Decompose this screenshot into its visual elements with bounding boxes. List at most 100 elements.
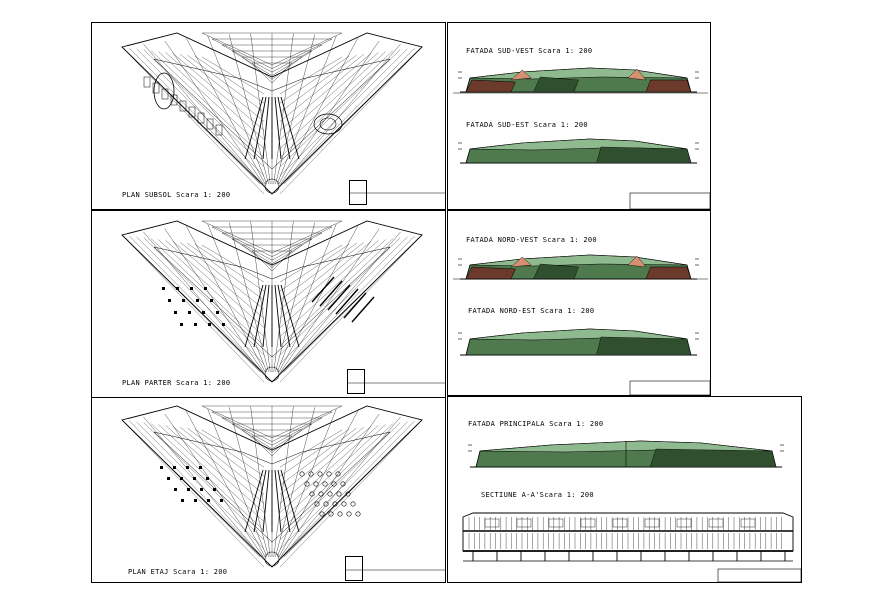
grid-line [158, 51, 265, 149]
fan-line [274, 96, 282, 160]
sheet-plan-etaj: PLAN ETAJ Scara 1: 200 [91, 397, 446, 583]
grid-line [121, 234, 265, 383]
column [187, 488, 190, 491]
window [580, 518, 596, 528]
ramp [313, 113, 343, 135]
table [322, 481, 328, 487]
grid-line [279, 428, 350, 477]
fatada-nord-est-label: FATADA NORD-EST Scara 1: 200 [468, 307, 595, 315]
table [326, 471, 332, 477]
grid-line [279, 242, 364, 310]
grid-line [280, 413, 380, 558]
grid-line [279, 54, 364, 122]
step-line [271, 423, 313, 449]
grid-line [172, 426, 265, 504]
grid-line [279, 50, 394, 158]
grid-line [278, 38, 358, 185]
grid-line [279, 241, 372, 319]
grid-line [180, 54, 265, 122]
step-line [271, 44, 323, 73]
column [208, 323, 211, 326]
step-line [211, 38, 273, 69]
roof-highlight [469, 254, 688, 267]
fan-line [277, 284, 291, 348]
grid-line [279, 243, 357, 301]
fan-line [253, 469, 267, 533]
grid-line [279, 236, 408, 364]
grid-line [279, 420, 415, 559]
window [740, 518, 756, 528]
grid-line [186, 411, 266, 558]
grid-line [280, 228, 380, 373]
ramp [319, 117, 337, 131]
table [318, 491, 324, 497]
step-line [271, 405, 343, 439]
step-line [271, 50, 313, 76]
parking-bay [152, 82, 160, 94]
grid-line [278, 226, 358, 373]
step-line [251, 62, 273, 84]
title-stamp [629, 380, 711, 396]
grid-line [282, 231, 401, 373]
table [355, 511, 361, 517]
column [199, 466, 202, 469]
grid-line [279, 49, 401, 167]
grid-line [279, 239, 386, 337]
column [194, 499, 197, 502]
column [162, 287, 165, 290]
roof-highlight [469, 67, 688, 80]
title-block [345, 556, 363, 581]
brown-wing [645, 266, 692, 280]
fan-line [277, 96, 291, 160]
grid-line [164, 413, 264, 558]
sheet-plan-subsol: PLAN SUBSOL Scara 1: 200 [91, 22, 446, 210]
fan-line [280, 469, 300, 533]
roof-highlight [469, 138, 688, 151]
brown-wing [645, 79, 692, 93]
window [612, 518, 628, 528]
grid-line [121, 46, 261, 185]
table [327, 491, 333, 497]
table [323, 501, 329, 507]
plan-parter-drawing [121, 220, 445, 384]
sheet-principala-sectiune: FATADA PRINCIPALA Scara 1: 200 SECTIUNE … [447, 396, 802, 583]
plan-etaj-label: PLAN ETAJ Scara 1: 200 [128, 568, 228, 576]
window [548, 518, 564, 528]
column [216, 311, 219, 314]
grid-line [143, 416, 262, 558]
seating-row [319, 280, 343, 307]
grid-line [276, 35, 337, 185]
table [331, 481, 337, 487]
grid-line [207, 35, 268, 185]
grid-line [279, 55, 350, 104]
column [174, 488, 177, 491]
table [299, 471, 305, 477]
grid-line [186, 226, 266, 373]
grid-line [129, 420, 265, 559]
grid-line [279, 429, 343, 468]
step-line [201, 405, 273, 439]
sheet-fatade-sud: FATADA SUD-VEST Scara 1: 200 FATADA SUD-… [447, 22, 711, 210]
principala-sectiune-drawing [462, 440, 802, 583]
fan-line [253, 284, 267, 348]
grid-line [283, 46, 423, 185]
table [313, 481, 319, 487]
grid-line [136, 236, 265, 364]
column [200, 488, 203, 491]
step-line [251, 250, 273, 272]
grid-line [150, 238, 265, 346]
grid-line [279, 47, 415, 186]
grid-line [279, 423, 394, 531]
brown-wing [465, 266, 516, 280]
fan-line [280, 284, 300, 348]
grid-line [279, 424, 386, 522]
title-stamp [629, 192, 711, 210]
grid-line [172, 53, 265, 131]
column [207, 499, 210, 502]
column [190, 287, 193, 290]
grid-line [250, 221, 271, 373]
building-outline [121, 220, 423, 383]
grid-line [165, 425, 265, 513]
grid-line [282, 416, 401, 558]
column [193, 477, 196, 480]
